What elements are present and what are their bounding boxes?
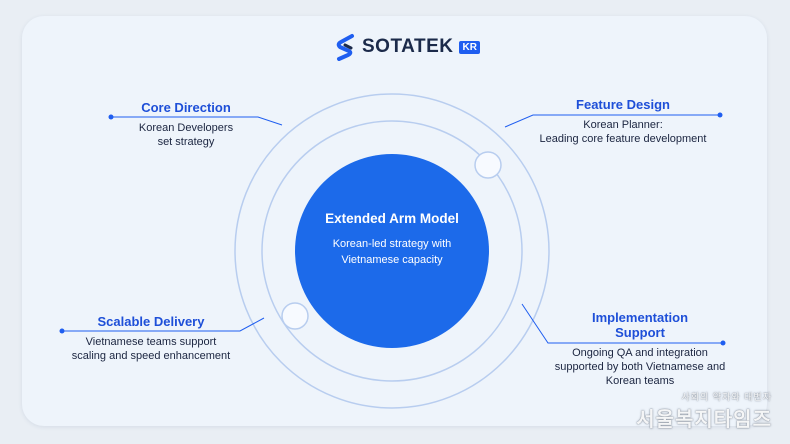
inner-ring — [261, 120, 523, 382]
center-title: Extended Arm Model — [325, 211, 459, 226]
scalable-delivery-line1: Vietnamese teams support — [85, 336, 217, 348]
implementation-support-line1: Ongoing QA and integration — [572, 347, 708, 359]
connector-dot-implementation-support — [720, 340, 726, 346]
sotatek-logo: SOTATEK KR — [334, 32, 480, 62]
ring-node-top-right — [474, 151, 502, 179]
implementation-support-title-line2: Support — [615, 325, 665, 340]
implementation-support-line3: Korean teams — [605, 375, 675, 387]
connector-core-direction — [111, 116, 283, 126]
center-circle — [295, 154, 489, 348]
implementation-support-line2: supported by both Vietnamese and — [554, 361, 726, 373]
ring-node-bottom-left — [281, 302, 309, 330]
implementation-support-title-line1: Implementation — [591, 310, 689, 325]
center-label: Extended Arm Model Korean-led strategy w… — [297, 211, 487, 268]
implementation-support-desc: Ongoing QA and integration supported by … — [530, 346, 750, 388]
logo-badge: KR — [459, 40, 480, 54]
implementation-support-block: Implementation Support Ongoing QA and in… — [530, 310, 750, 388]
connector-dot-core-direction — [108, 114, 114, 120]
center-subtitle-line2: Vietnamese capacity — [341, 254, 443, 266]
connector-dot-feature-design — [717, 112, 723, 118]
scalable-delivery-title: Scalable Delivery — [97, 314, 205, 329]
core-direction-line2: set strategy — [157, 136, 215, 148]
logo-text: SOTATEK — [362, 36, 454, 57]
feature-design-line2: Leading core feature development — [539, 133, 707, 145]
feature-design-block: Feature Design Korean Planner: Leading c… — [508, 97, 738, 146]
connector-feature-design — [504, 114, 720, 128]
watermark-large: 서울복지타임즈 — [636, 409, 772, 431]
outer-ring — [234, 93, 550, 409]
scalable-delivery-desc: Vietnamese teams support scaling and spe… — [46, 335, 256, 363]
feature-design-line1: Korean Planner: — [583, 119, 663, 131]
core-direction-block: Core Direction Korean Developers set str… — [96, 100, 276, 149]
connector-implementation-support — [521, 303, 723, 344]
watermark: 사회의 약자와 대변자 서울복지타임즈 — [636, 390, 772, 432]
sotatek-mark-icon — [336, 34, 354, 61]
watermark-small: 사회의 약자와 대변자 — [681, 392, 772, 402]
center-subtitle-line1: Korean-led strategy with — [332, 238, 452, 250]
core-direction-desc: Korean Developers set strategy — [96, 121, 276, 149]
scalable-delivery-line2: scaling and speed enhancement — [71, 350, 231, 362]
core-direction-line1: Korean Developers — [138, 122, 234, 134]
connector-scalable-delivery — [62, 317, 265, 332]
scalable-delivery-block: Scalable Delivery Vietnamese teams suppo… — [46, 314, 256, 363]
feature-design-title: Feature Design — [576, 97, 670, 112]
feature-design-desc: Korean Planner: Leading core feature dev… — [508, 118, 738, 146]
core-direction-title: Core Direction — [141, 100, 231, 115]
connector-dot-scalable-delivery — [59, 328, 65, 334]
